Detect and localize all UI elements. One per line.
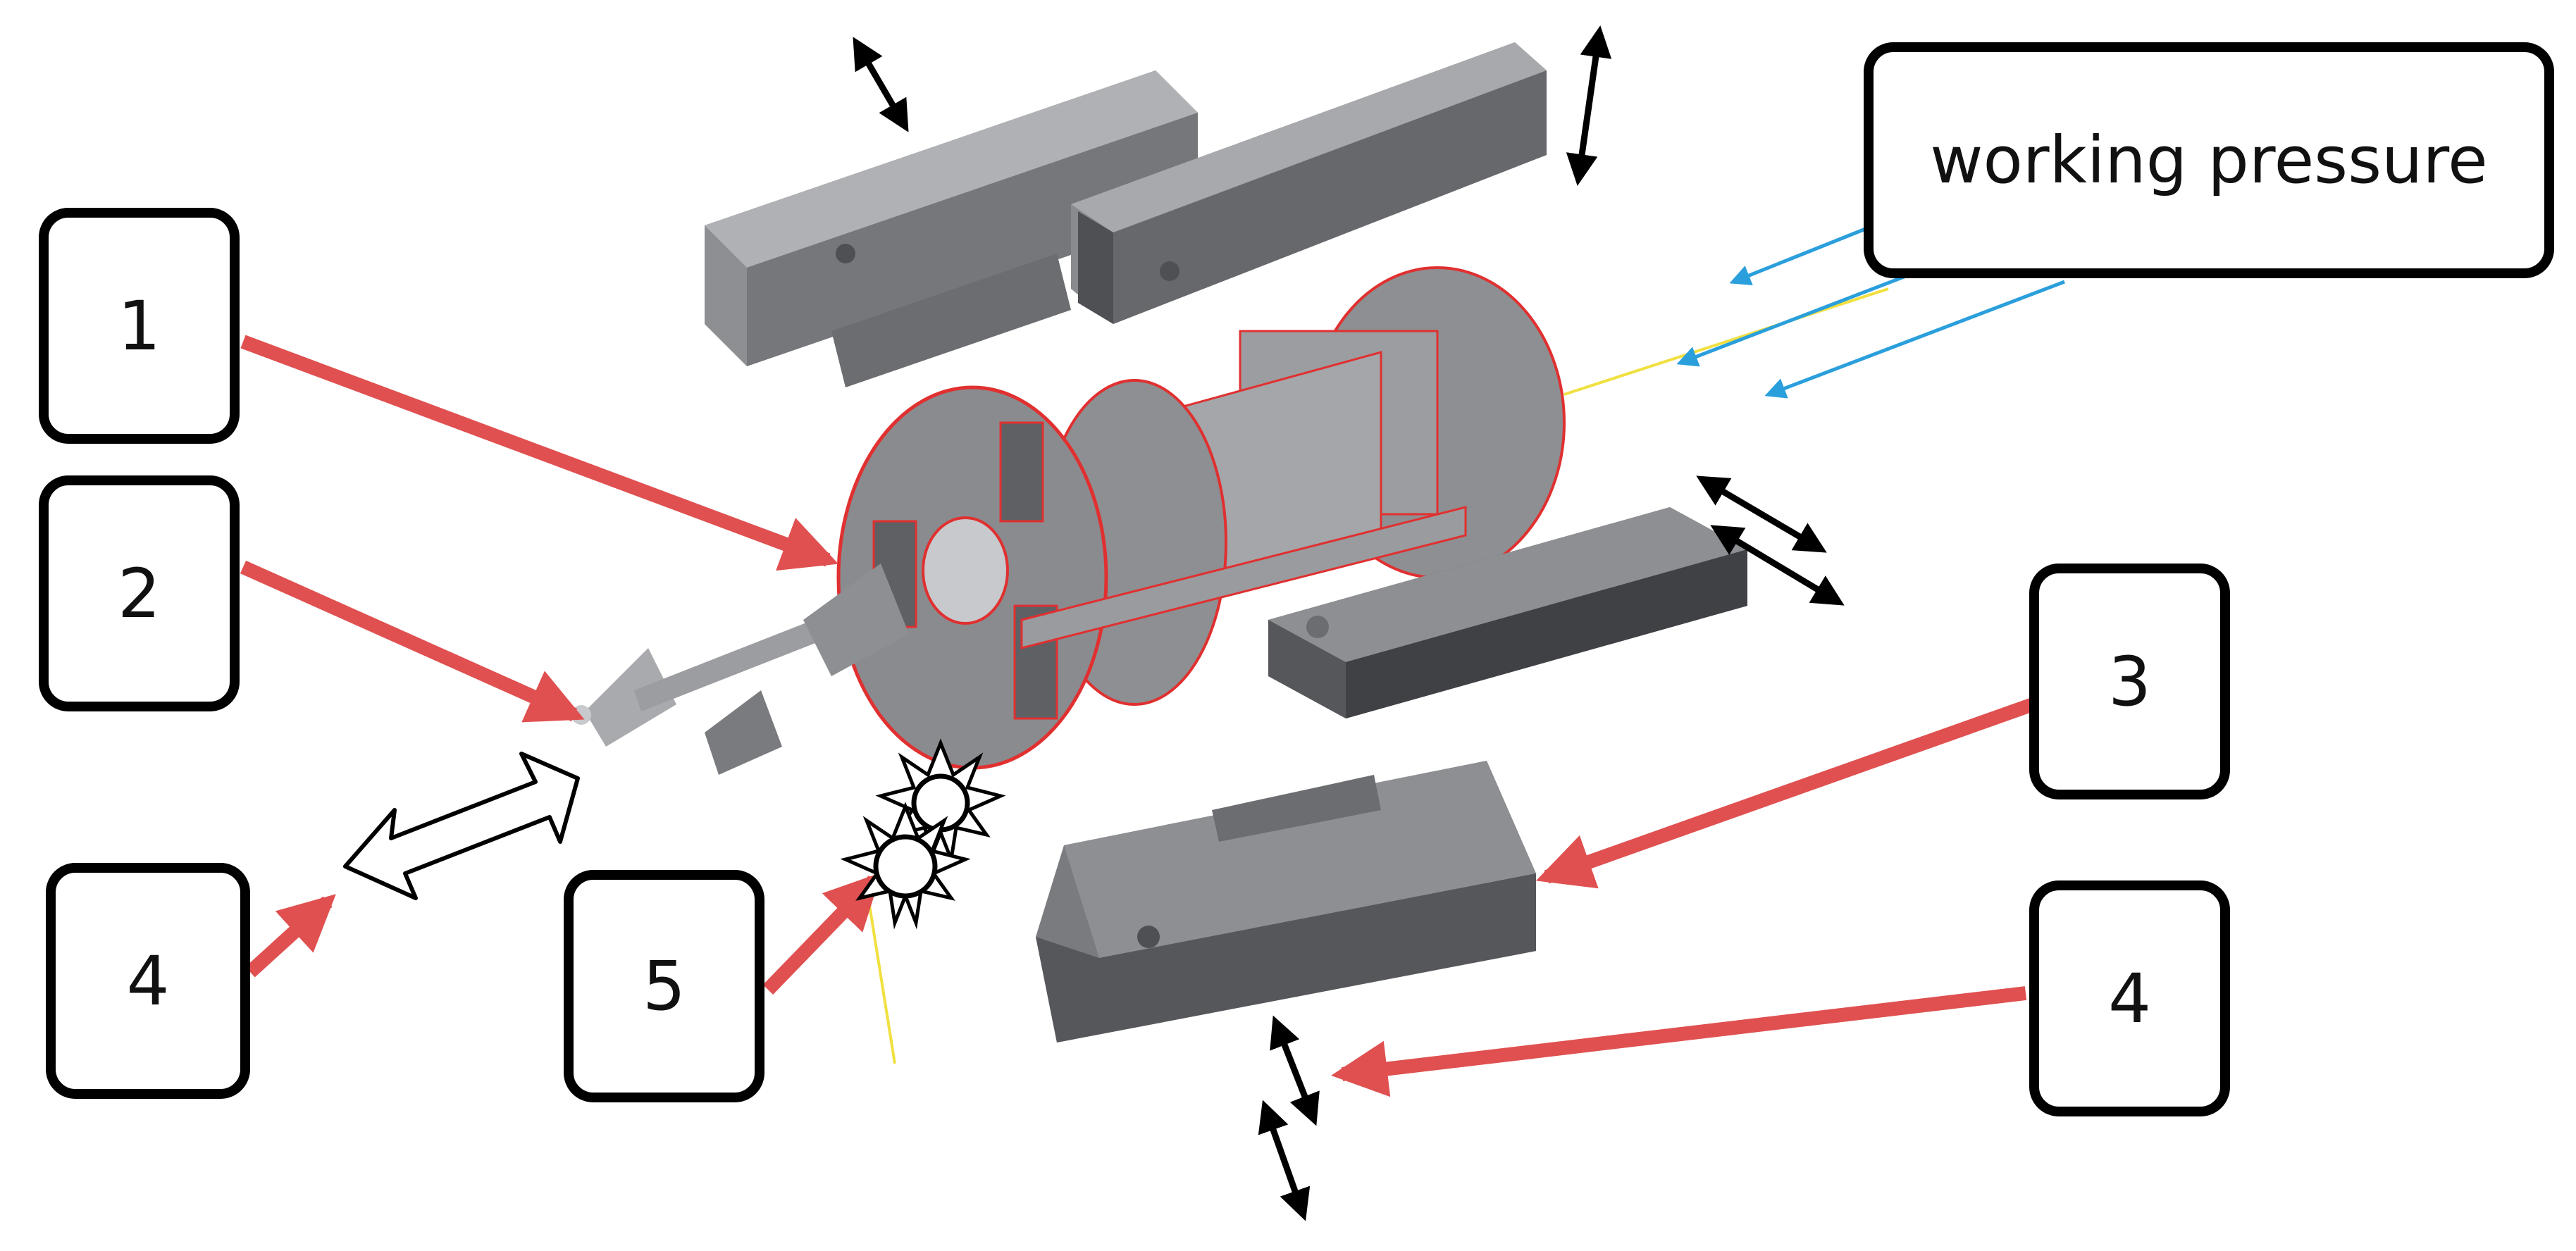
motion-arrows <box>853 25 1845 1221</box>
hollow-double-arrow-icon <box>343 752 580 900</box>
pressure-arrow-1 <box>1729 223 1875 286</box>
pressure-arrows <box>1676 223 2065 399</box>
label-box-4-left: 4 <box>46 863 250 1099</box>
label-5-text: 5 <box>642 947 686 1026</box>
axis-line-top <box>1563 287 1889 396</box>
pressure-arrow-2 <box>1676 273 1910 367</box>
right-side-bar <box>1268 507 1747 718</box>
working-pressure-box: working pressure <box>1864 42 2554 278</box>
working-pressure-text: working pressure <box>1930 123 2488 198</box>
label-4-left-text: 4 <box>126 941 170 1021</box>
double-arrow-icon <box>1258 1100 1311 1221</box>
label-4-right-text: 4 <box>2107 959 2152 1038</box>
callout-arrow-2 <box>240 560 585 723</box>
axis-line-bottom <box>865 887 896 1064</box>
spark-icon <box>840 802 971 930</box>
callout-arrow-5 <box>762 872 882 995</box>
label-box-4-right: 4 <box>2029 880 2230 1116</box>
callout-arrow-4-left <box>245 894 336 978</box>
label-3-text: 3 <box>2107 642 2152 721</box>
top-right-clamp <box>1071 42 1547 324</box>
pressure-arrow-3 <box>1764 280 2065 399</box>
bottom-jaw <box>1036 761 1536 1042</box>
callout-arrow-3 <box>1535 697 2036 889</box>
label-2-text: 2 <box>117 554 161 633</box>
label-box-1: 1 <box>39 208 240 444</box>
label-box-5: 5 <box>564 870 764 1102</box>
cone-spindle <box>571 564 909 775</box>
label-box-3: 3 <box>2029 564 2230 799</box>
callout-arrow-1 <box>240 335 838 571</box>
callout-arrows <box>240 335 2036 1097</box>
label-1-text: 1 <box>117 286 161 366</box>
double-arrow-icon <box>1710 525 1845 606</box>
label-box-2: 2 <box>39 475 240 711</box>
callout-arrow-4-right <box>1331 986 2027 1097</box>
rotor-assembly <box>836 266 1566 770</box>
top-left-clamp <box>705 70 1198 387</box>
double-arrow-icon <box>1270 1015 1320 1126</box>
double-arrow-icon <box>1566 25 1612 186</box>
double-arrow-icon <box>853 37 909 132</box>
